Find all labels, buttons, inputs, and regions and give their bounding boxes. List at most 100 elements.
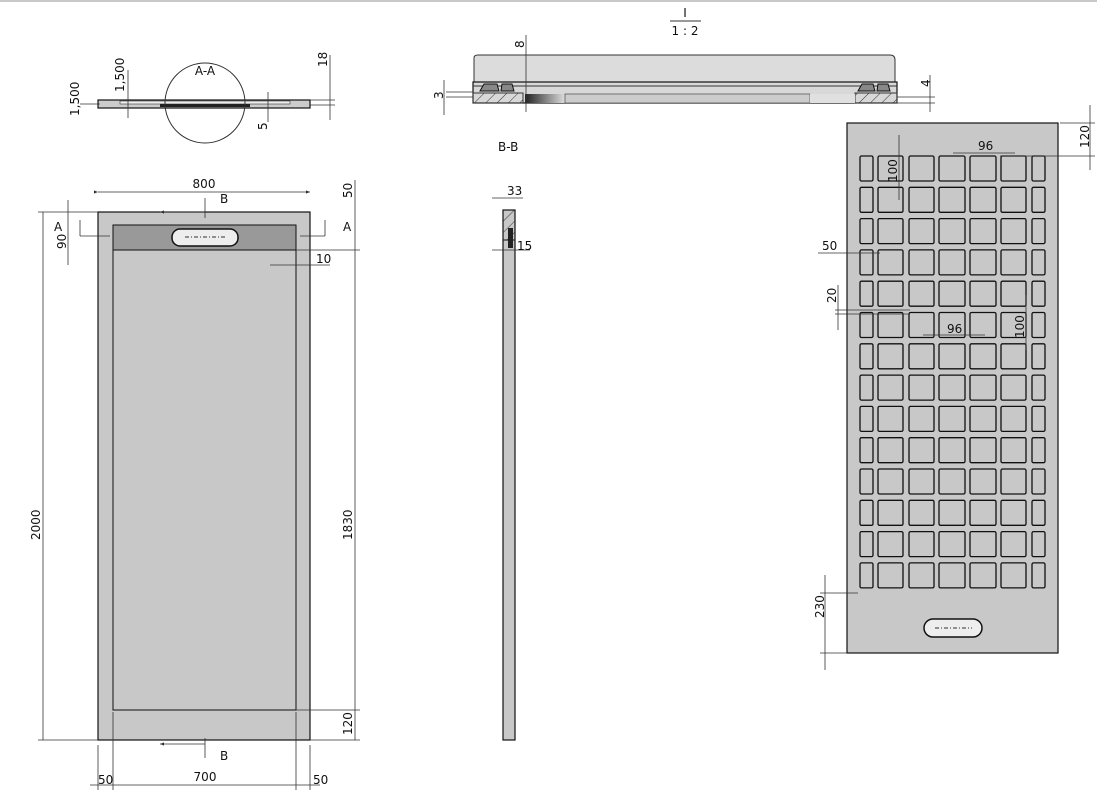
detail-section-view: 8 3 4 [432, 35, 935, 115]
support-grid [859, 155, 1046, 589]
grid-cell [877, 405, 904, 433]
svg-text:10: 10 [316, 252, 331, 266]
grid-cell [908, 499, 935, 526]
grid-cell [938, 249, 966, 276]
grid-cell [1000, 217, 1027, 245]
grid-cell [1000, 437, 1027, 464]
svg-text:A: A [54, 220, 63, 234]
svg-text:33: 33 [507, 184, 522, 198]
svg-text:A: A [343, 220, 352, 234]
svg-text:90: 90 [55, 234, 69, 249]
grid-cell [908, 468, 935, 495]
grid-cell [969, 530, 997, 558]
grid-cell [859, 374, 874, 401]
svg-text:3: 3 [432, 91, 446, 99]
grid-cell [877, 468, 904, 495]
grid-cell [1031, 343, 1046, 370]
svg-text:96: 96 [947, 322, 962, 336]
grid-cell [908, 374, 935, 401]
svg-text:B: B [220, 749, 228, 763]
svg-text:4: 4 [919, 79, 933, 87]
grid-cell [877, 562, 904, 589]
grid-cell [908, 311, 935, 339]
grid-cell [859, 468, 874, 495]
grid-cell [1000, 280, 1027, 307]
grid-cell [908, 343, 935, 370]
grid-cell [938, 562, 966, 589]
grid-cell [938, 280, 966, 307]
grid-cell [969, 280, 997, 307]
grid-cell [938, 405, 966, 433]
grid-cell [969, 562, 997, 589]
svg-text:800: 800 [193, 177, 216, 191]
grid-cell [908, 217, 935, 245]
grid-cell [908, 437, 935, 464]
grid-cell [1000, 405, 1027, 433]
grid-cell [908, 280, 935, 307]
svg-text:50: 50 [822, 239, 837, 253]
svg-text:1,500: 1,500 [113, 58, 127, 92]
grid-cell [1000, 499, 1027, 526]
grid-cell [969, 374, 997, 401]
grid-cell [969, 217, 997, 245]
scale-label: I 1 : 2 [670, 6, 701, 38]
grid-cell [877, 186, 904, 213]
grid-cell [1000, 186, 1027, 213]
grid-cell [1031, 249, 1046, 276]
grid-cell [938, 437, 966, 464]
grid-cell [877, 249, 904, 276]
grid-cell [969, 405, 997, 433]
grid-cell [969, 499, 997, 526]
grid-cell [877, 530, 904, 558]
grid-cell [877, 217, 904, 245]
svg-text:1,500: 1,500 [68, 82, 82, 116]
grid-cell [938, 468, 966, 495]
svg-text:96: 96 [978, 139, 993, 153]
grid-cell [938, 217, 966, 245]
svg-text:1 : 2: 1 : 2 [672, 24, 699, 38]
svg-text:20: 20 [825, 288, 839, 303]
grid-cell [859, 343, 874, 370]
sheet-border [0, 0, 1097, 2]
grid-cell [859, 499, 874, 526]
grid-cell [859, 186, 874, 213]
grid-cell [1031, 530, 1046, 558]
bottom-view: 120 96 100 50 20 96 100 230 [813, 105, 1095, 670]
grid-cell [908, 562, 935, 589]
svg-text:50: 50 [313, 773, 328, 787]
grid-cell [1000, 530, 1027, 558]
grid-cell [908, 249, 935, 276]
grid-cell [908, 186, 935, 213]
grid-cell [908, 530, 935, 558]
grid-cell [969, 311, 997, 339]
svg-text:5: 5 [256, 122, 270, 130]
grid-cell [1031, 405, 1046, 433]
svg-text:B: B [220, 192, 228, 206]
grid-cell [859, 249, 874, 276]
grid-cell [1031, 562, 1046, 589]
grid-cell [908, 405, 935, 433]
grid-cell [1031, 280, 1046, 307]
grid-cell [859, 311, 874, 339]
grid-cell [1000, 468, 1027, 495]
grid-cell [938, 374, 966, 401]
grid-cell [859, 155, 874, 182]
grid-cell [1031, 437, 1046, 464]
detail-circle [164, 62, 246, 144]
grid-cell [938, 311, 966, 339]
grid-cell [877, 280, 904, 307]
grid-cell [877, 311, 904, 339]
grid-cell [877, 343, 904, 370]
svg-text:230: 230 [813, 595, 827, 618]
grid-cell [1000, 374, 1027, 401]
section-aa-label: A-A [195, 64, 216, 78]
grid-cell [859, 280, 874, 307]
section-bb-view: B-B 33 15 [492, 140, 532, 741]
grid-cell [908, 155, 935, 182]
grid-cell [938, 186, 966, 213]
grid-cell [1031, 155, 1046, 182]
grid-cell [938, 499, 966, 526]
grid-cell [859, 562, 874, 589]
grid-cell [969, 186, 997, 213]
grid-cell [859, 217, 874, 245]
